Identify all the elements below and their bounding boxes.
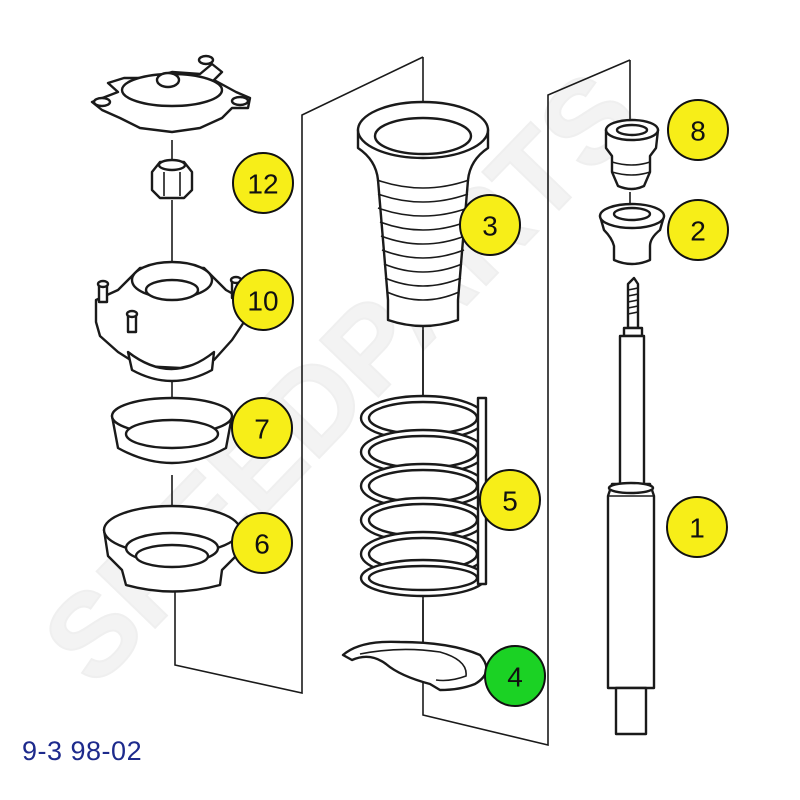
callout-label: 8 (690, 116, 706, 147)
callout-circle (231, 512, 293, 574)
callout-circle (232, 152, 294, 214)
callout-circle (666, 496, 728, 558)
callout-8: 8 (667, 99, 729, 161)
callout-7: 7 (231, 397, 293, 459)
callout-label: 2 (690, 216, 706, 247)
callout-circle (484, 645, 546, 707)
callout-label: 10 (247, 286, 278, 317)
callout-1: 1 (666, 496, 728, 558)
callout-3: 3 (459, 194, 521, 256)
callout-label: 6 (254, 529, 270, 560)
bump-stop (604, 118, 660, 191)
lower-cup (598, 202, 666, 266)
callout-label: 4 (507, 662, 523, 693)
shock-absorber (606, 276, 656, 736)
callout-4: 4 (484, 645, 546, 707)
callout-circle (479, 469, 541, 531)
callout-label: 1 (689, 513, 705, 544)
watermark: SPEEDPARTS (18, 46, 665, 709)
callout-circle (231, 397, 293, 459)
callout-label: 5 (502, 486, 518, 517)
callout-12: 12 (232, 152, 294, 214)
callout-circle (232, 269, 294, 331)
callout-2: 2 (667, 199, 729, 261)
spring-insulator (341, 640, 488, 692)
top-plate (90, 54, 252, 134)
dust-boot (356, 100, 490, 328)
callout-10: 10 (232, 269, 294, 331)
bearing (110, 396, 234, 465)
coil-spring (359, 394, 488, 598)
callout-label: 7 (254, 414, 270, 445)
top-nut (150, 158, 194, 200)
callout-circle (459, 194, 521, 256)
spring-seat (102, 504, 242, 593)
callout-6: 6 (231, 512, 293, 574)
strut-mount (94, 260, 246, 383)
watermark-text: SPEEDPARTS (19, 47, 664, 708)
callout-circle (667, 199, 729, 261)
axis-lines (171, 60, 631, 648)
callout-circle (667, 99, 729, 161)
callout-label: 3 (482, 211, 498, 242)
callout-label: 12 (247, 169, 278, 200)
callout-5: 5 (479, 469, 541, 531)
model-caption: 9-3 98-02 (22, 736, 143, 766)
